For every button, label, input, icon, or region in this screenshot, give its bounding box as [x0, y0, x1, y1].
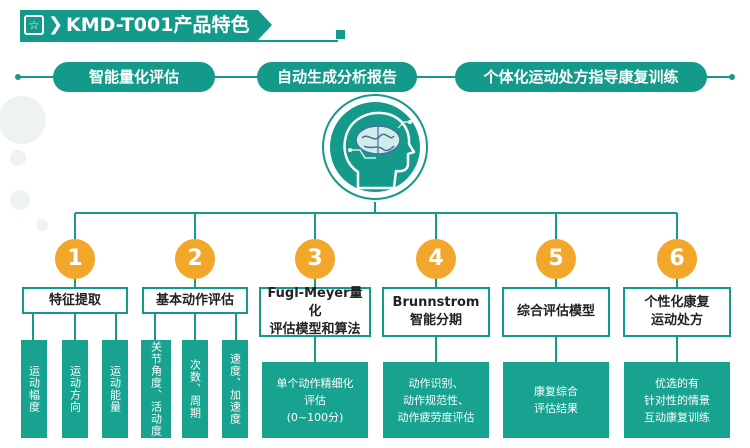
header-square — [336, 30, 345, 39]
step-title: 个性化康复 运动处方 — [623, 287, 731, 337]
sub-item: 关节角度、活动度 — [141, 340, 171, 438]
step-title-text: Fugl-Meyer量化 评估模型和算法 — [267, 286, 363, 337]
decor-circle — [10, 190, 30, 210]
sub-item: 运动方向 — [62, 340, 88, 438]
step-number: 3 — [295, 239, 335, 279]
page-title: KMD-T001产品特色 — [66, 14, 250, 36]
sub-item: 速度、加速度 — [222, 340, 248, 438]
sub-item: 次数、周期 — [182, 340, 208, 438]
step-title: Fugl-Meyer量化 评估模型和算法 — [259, 286, 371, 337]
step-number: 1 — [55, 239, 95, 279]
sub-item: 运动幅度 — [21, 340, 47, 438]
step-title: 特征提取 — [22, 287, 128, 314]
step-detail: 单个动作精细化 评估 (0~100分) — [262, 362, 368, 438]
sub-item: 运动能量 — [102, 340, 128, 438]
chevron-right-icon: ❯ — [48, 14, 64, 35]
step-title: Brunnstrom 智能分期 — [382, 287, 490, 337]
step-title-text: 综合评估模型 — [516, 304, 595, 319]
decor-circle — [10, 150, 26, 166]
step-detail: 康复综合 评估结果 — [503, 362, 609, 438]
star-icon: ☆ — [24, 15, 44, 35]
step-detail: 优选的有 针对性的情景 互动康复训练 — [624, 362, 730, 438]
step-detail: 动作识别、 动作规范性、 动作疲劳度评估 — [383, 362, 489, 438]
decor-circle — [0, 96, 46, 144]
step-title-text: 个性化康复 运动处方 — [644, 295, 710, 328]
brain-head-icon — [322, 94, 428, 200]
step-title: 基本动作评估 — [142, 287, 248, 314]
step-number: 6 — [657, 239, 697, 279]
header-underline — [20, 40, 338, 42]
feature-pill: 自动生成分析报告 — [257, 62, 417, 92]
step-number: 5 — [536, 239, 576, 279]
step-title-text: 特征提取 — [48, 292, 101, 308]
step-title-text: Brunnstrom 智能分期 — [392, 295, 480, 328]
step-number: 2 — [175, 239, 215, 279]
step-title: 综合评估模型 — [502, 287, 610, 337]
step-number: 4 — [416, 239, 456, 279]
decor-circle — [36, 219, 48, 231]
feature-pill: 智能量化评估 — [53, 62, 215, 92]
step-title-text: 基本动作评估 — [155, 292, 234, 308]
header-banner — [20, 10, 272, 40]
feature-line-dot — [729, 74, 735, 80]
feature-pill: 个体化运动处方指导康复训练 — [455, 62, 707, 92]
feature-line-dot — [15, 74, 21, 80]
